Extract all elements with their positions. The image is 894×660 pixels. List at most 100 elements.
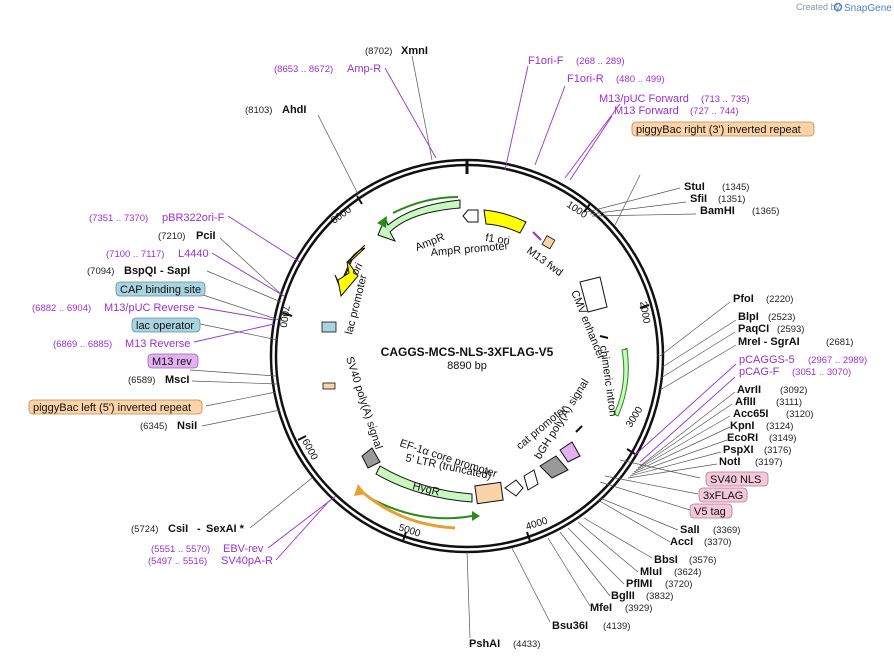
tick-2000: 2000 bbox=[637, 301, 652, 325]
box-sv40-nls bbox=[705, 471, 769, 487]
primer-l4440: L4440 bbox=[178, 248, 209, 260]
hygr-label: HygR bbox=[411, 480, 441, 498]
enzyme-bsu36i: Bsu36I bbox=[552, 620, 588, 632]
tick-7000: 7000 bbox=[277, 305, 291, 329]
enzyme-pflmi-pos: (3720) bbox=[665, 579, 692, 590]
enzyme-noti: NotI bbox=[719, 456, 740, 468]
bgh-box bbox=[539, 455, 569, 479]
tick-8000: 8000 bbox=[329, 204, 354, 226]
enzyme-avrii: AvrII bbox=[737, 384, 761, 396]
enzyme-acc65i: Acc65I bbox=[733, 408, 768, 420]
enzyme-pspxi: PspXI bbox=[723, 444, 754, 456]
f1-ori-label: f1 ori bbox=[485, 232, 511, 247]
enzyme-bsu36i-pos: (4139) bbox=[603, 621, 630, 632]
lac-box bbox=[321, 321, 337, 333]
box-lac-operator bbox=[131, 317, 201, 333]
enzyme-pspxi-pos: (3176) bbox=[764, 445, 791, 456]
primer-f1ori-r-pos: (480 .. 499) bbox=[616, 74, 665, 85]
kb-ticks bbox=[282, 195, 650, 542]
credit-prefix: Created by bbox=[796, 2, 841, 12]
enzyme-sali: SalI bbox=[680, 524, 700, 536]
primer-m13puc-fwd: M13/pUC Forward bbox=[599, 93, 689, 105]
enzyme-nsii: NsiI bbox=[177, 420, 197, 432]
enzyme-mfei-pos: (3929) bbox=[625, 603, 652, 614]
box-3xflag-label: 3xFLAG bbox=[703, 490, 743, 502]
primer-f1ori-r: F1ori-R bbox=[567, 73, 604, 85]
enzyme-acci-pos: (3370) bbox=[704, 537, 731, 548]
ltr-box bbox=[474, 481, 504, 505]
enzyme-pcii: PciI bbox=[196, 230, 216, 242]
enzyme-pshai-pos: (4433) bbox=[513, 639, 540, 650]
primer-ebvrev-pos: (5551 .. 5570) bbox=[151, 544, 210, 555]
enzyme-xmni-pos: (8702) bbox=[365, 46, 392, 57]
ampr-green-arrow bbox=[392, 196, 459, 214]
enzyme-ahdi: AhdI bbox=[282, 104, 306, 116]
enzyme-acci: AccI bbox=[670, 536, 693, 548]
enzyme-kpni: KpnI bbox=[730, 420, 754, 432]
box-m13-rev bbox=[147, 353, 199, 369]
primer-m13-fwd-pos: (727 .. 744) bbox=[690, 106, 739, 117]
enzyme-mlui-pos: (3624) bbox=[674, 567, 701, 578]
primer-pcagf: pCAG-F bbox=[739, 366, 780, 378]
ampr-arrowhead bbox=[377, 216, 387, 228]
m13fwd-label: M13 fwd bbox=[524, 245, 565, 279]
primer-pcaggs5-pos: (2967 .. 2989) bbox=[808, 355, 867, 366]
enzyme-avrii-pos: (3092) bbox=[780, 385, 807, 396]
box-cap-binding-label: CAP binding site bbox=[120, 284, 201, 296]
right-primer-lines bbox=[504, 65, 737, 463]
enzyme-msci: MscI bbox=[165, 374, 189, 386]
primer-pbr322-pos: (7351 .. 7370) bbox=[89, 213, 148, 224]
box-piggybac-left bbox=[28, 399, 203, 415]
enzyme-mfei: MfeI bbox=[590, 602, 612, 614]
box-piggybac-right-label: piggyBac right (3') inverted repeat bbox=[636, 124, 801, 136]
credit-brand: SnapGene bbox=[844, 3, 892, 14]
primer-sv40par: SV40pA-R bbox=[221, 555, 273, 567]
box-lac-operator-label: lac operator bbox=[136, 320, 194, 332]
primer-m13-rev: M13 Reverse bbox=[125, 338, 190, 350]
enzyme-aflii: AflII bbox=[735, 396, 756, 408]
enzyme-blpi-pos: (2523) bbox=[768, 312, 795, 323]
snapgene-logo-icon bbox=[833, 2, 843, 12]
enzyme-bglii-pos: (3832) bbox=[646, 591, 673, 602]
enzyme-sali-pos: (3369) bbox=[713, 525, 740, 536]
enzyme-bglii: BglII bbox=[611, 590, 635, 602]
enzyme-mrei-sgrai: MreI - SgrAI bbox=[738, 336, 800, 348]
plasmid-name: CAGGS-MCS-NLS-3XFLAG-V5 bbox=[381, 345, 554, 359]
box-sv40-nls-label: SV40 NLS bbox=[710, 474, 761, 486]
enzyme-sapi: SapI bbox=[167, 265, 190, 277]
enzyme-pfoi: PfoI bbox=[733, 293, 754, 305]
enzyme-pshai: PshAI bbox=[469, 638, 500, 650]
enzyme-kpni-pos: (3124) bbox=[766, 421, 793, 432]
primer-m13-fwd: M13 Forward bbox=[614, 105, 679, 117]
tags-box bbox=[559, 441, 581, 463]
tick-3000: 3000 bbox=[624, 405, 645, 430]
primer-ampr-pos: (8653 .. 8672) bbox=[274, 64, 333, 75]
right-leader-lines bbox=[466, 174, 737, 639]
ebv-orange-arrow bbox=[359, 488, 456, 530]
enzyme-ecori-pos: (3149) bbox=[769, 433, 796, 444]
enzyme-nsii-pos: (6345) bbox=[140, 421, 167, 432]
box-v5-tag-label: V5 tag bbox=[694, 506, 726, 518]
primer-m13-rev-pos: (6869 .. 6885) bbox=[53, 339, 112, 350]
enzyme-mlui: MluI bbox=[640, 566, 662, 578]
box-piggybac-left-label: piggyBac left (5') inverted repeat bbox=[33, 402, 191, 414]
primer-pcaggs5: pCAGGS-5 bbox=[739, 354, 795, 366]
enzyme-msci-pos: (6589) bbox=[128, 375, 155, 386]
enzyme-stui-pos: (1345) bbox=[722, 182, 749, 193]
enzyme-mrei-sgrai-pos: (2681) bbox=[826, 337, 853, 348]
enzyme-pfoi-pos: (2220) bbox=[766, 294, 793, 305]
cat-promoter-box bbox=[504, 479, 524, 497]
enzyme-sfii: SfiI bbox=[690, 193, 707, 205]
enzyme-bbsi-pos: (3576) bbox=[689, 555, 716, 566]
box-v5-tag bbox=[689, 503, 733, 519]
primer-pbr322: pBR322ori-F bbox=[162, 212, 225, 224]
primer-l4440-pos: (7100 .. 7117) bbox=[106, 249, 164, 260]
enzyme-acc65i-pos: (3120) bbox=[786, 409, 813, 420]
primer-pcagf-pos: (3051 .. 3070) bbox=[792, 367, 851, 378]
hygr-green-arrow bbox=[369, 497, 473, 520]
primer-ampr: Amp-R bbox=[347, 63, 381, 75]
left-primer-lines bbox=[193, 67, 437, 561]
enzyme-paqci: PaqCI bbox=[738, 323, 769, 335]
cmv-enhancer-box bbox=[579, 276, 608, 313]
